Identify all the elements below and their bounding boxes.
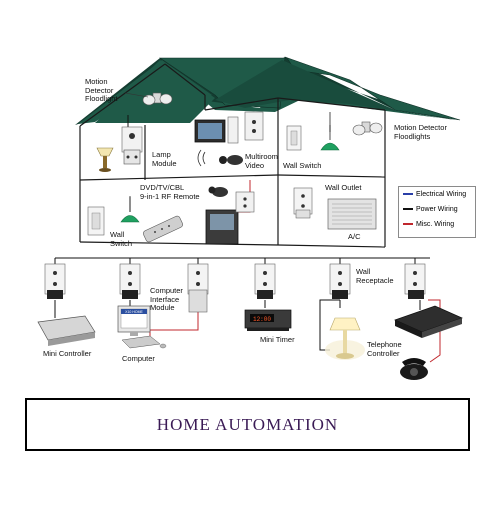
label-computer-interface-module: Computer Interface Module bbox=[150, 286, 183, 312]
legend-label-misc: Misc. Wiring bbox=[416, 221, 455, 228]
wall-switch-lower bbox=[87, 206, 105, 236]
legend-label-electrical: Electrical Wiring bbox=[416, 191, 467, 198]
floodlight-right bbox=[352, 121, 383, 136]
house-frame bbox=[79, 63, 386, 248]
label-wall-switch-lower: Wall Switch bbox=[110, 230, 133, 248]
rf-remote-icon bbox=[143, 215, 183, 243]
floodlight-left bbox=[124, 92, 173, 106]
receptacle-3 bbox=[187, 263, 209, 313]
computer: X10 HOME bbox=[117, 305, 167, 349]
label-wall-outlet: Wall Outlet bbox=[325, 183, 362, 192]
legend-swatch-power bbox=[403, 208, 413, 211]
computer-screen-text: X10 HOME bbox=[125, 310, 143, 314]
multiroom-video-group bbox=[194, 111, 264, 167]
legend-label-power: Power Wiring bbox=[416, 206, 458, 213]
receptacle-5 bbox=[329, 263, 351, 299]
legend-item-power: Power Wiring bbox=[403, 205, 458, 215]
label-mini-controller: Mini Controller bbox=[43, 349, 92, 358]
wiring-legend: Electrical Wiring Power Wiring Misc. Wir… bbox=[398, 186, 476, 238]
mini-controller bbox=[37, 315, 96, 346]
mini-timer: 12:00 bbox=[244, 309, 292, 331]
label-wall-receptacle: Wall Receptacle bbox=[356, 267, 394, 285]
receptacle-6 bbox=[404, 263, 426, 299]
label-ac: A/C bbox=[348, 232, 361, 241]
legend-swatch-misc bbox=[403, 223, 413, 226]
legend-item-electrical: Electrical Wiring bbox=[403, 190, 466, 200]
wall-switch-upper bbox=[286, 125, 302, 151]
timer-display-text: 12:00 bbox=[253, 316, 271, 323]
label-telephone-controller: Telephone Controller bbox=[367, 340, 402, 358]
legend-swatch-electrical bbox=[403, 193, 413, 196]
label-lamp-module: Lamp Module bbox=[152, 150, 177, 168]
title-box: HOME AUTOMATION bbox=[25, 398, 470, 451]
label-multiroom-video: Multiroom Video bbox=[245, 152, 278, 170]
label-rf-remote: DVD/TV/CBL 9-in-1 RF Remote bbox=[140, 183, 200, 201]
hanging-lamp-lower bbox=[120, 196, 140, 223]
receptacle-1 bbox=[44, 263, 66, 299]
telephone-icon bbox=[400, 358, 428, 380]
label-motion-detector-right: Motion Detector Floodlights bbox=[394, 123, 447, 141]
telephone-controller bbox=[394, 305, 463, 338]
wall-outlet bbox=[293, 187, 313, 219]
table-lamp bbox=[325, 317, 365, 360]
label-motion-detector-left: Motion Detector Floodlight bbox=[85, 77, 118, 103]
label-computer: Computer bbox=[122, 354, 155, 363]
tv-console bbox=[205, 186, 255, 245]
receptacle-2 bbox=[119, 263, 141, 299]
label-wall-switch-upper: Wall Switch bbox=[283, 161, 322, 170]
lamp-module-group bbox=[96, 126, 143, 172]
hanging-lamp-upper bbox=[320, 112, 340, 151]
air-conditioner bbox=[327, 198, 377, 230]
label-mini-timer: Mini Timer bbox=[260, 335, 295, 344]
house-roof bbox=[75, 56, 461, 125]
receptacles bbox=[44, 263, 426, 313]
legend-item-misc: Misc. Wiring bbox=[403, 220, 454, 230]
page-title: HOME AUTOMATION bbox=[156, 414, 339, 434]
receptacle-4 bbox=[254, 263, 276, 299]
